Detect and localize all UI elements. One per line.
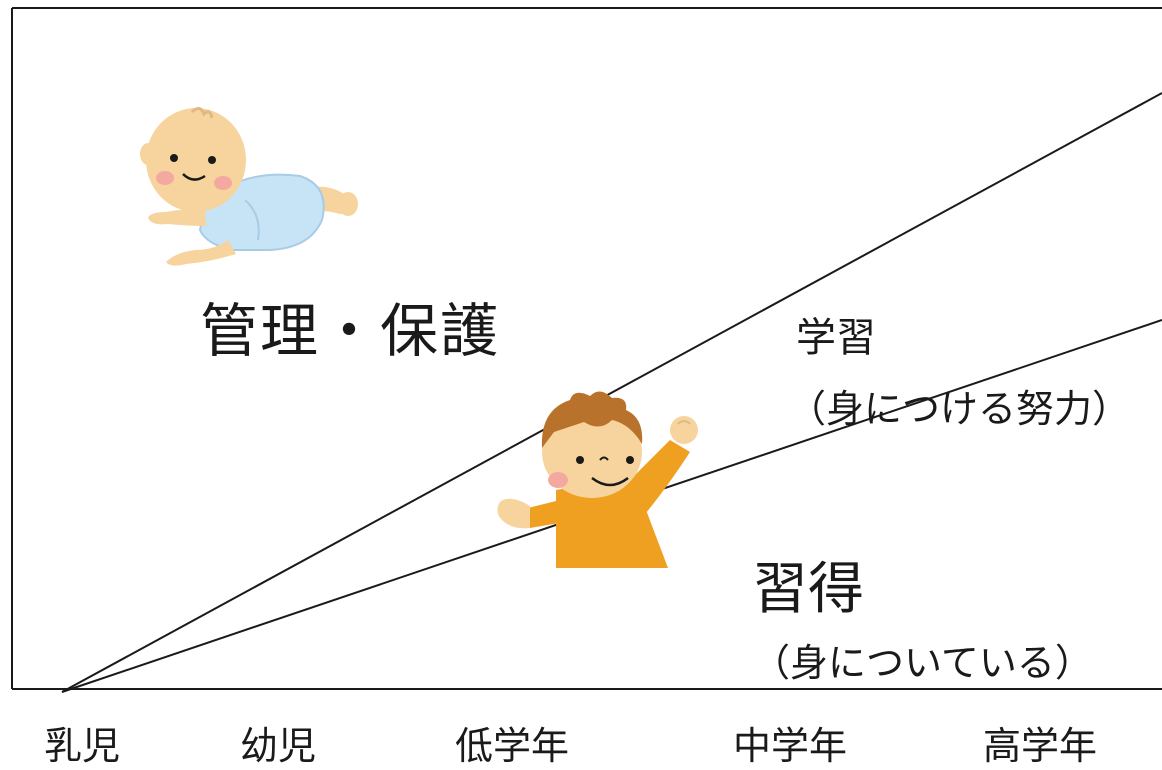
learning-label: 学習 [796, 315, 876, 361]
learning-sublabel: （身につける努力） [788, 387, 1131, 431]
acquisition-label: 習得 [752, 557, 864, 622]
stage-label-lower-grade: 低学年 [454, 724, 570, 768]
cheering-child-icon [497, 391, 698, 568]
acquisition-sublabel: （身についている） [752, 641, 1093, 685]
crawling-baby-icon [140, 107, 358, 266]
management-protection-label: 管理・保護 [200, 297, 501, 365]
stage-label-upper-grade: 高学年 [982, 724, 1098, 768]
stage-label-infant: 乳児 [43, 724, 121, 768]
stage-label-toddler: 幼児 [239, 724, 317, 768]
learning-line [61, 92, 1162, 693]
stage-label-middle-grade: 中学年 [732, 724, 848, 768]
